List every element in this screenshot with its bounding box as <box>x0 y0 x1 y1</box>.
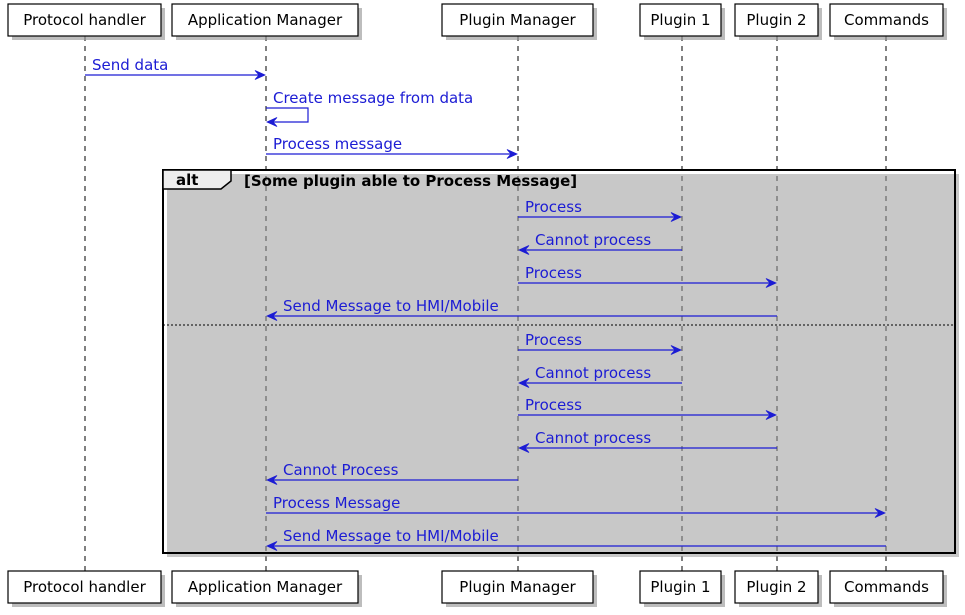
participant-label-top-plugin2: Plugin 2 <box>746 11 806 29</box>
message-arrowhead-4 <box>518 245 530 255</box>
participant-label-bottom-appmgr: Application Manager <box>188 578 343 596</box>
alt-tab <box>162 169 232 190</box>
participant-box-bottom-commands <box>829 570 944 604</box>
participant-label-top-appmgr: Application Manager <box>188 11 343 29</box>
participant-label-top-plugin1: Plugin 1 <box>650 11 710 29</box>
participant-box-bottom-pluginmgr <box>441 570 594 604</box>
message-arrowhead-5 <box>765 278 777 288</box>
participant-label-bottom-plugin1: Plugin 1 <box>650 578 710 596</box>
participant-label-bottom-plugin2: Plugin 2 <box>746 578 806 596</box>
message-arrowhead-9 <box>765 410 777 420</box>
participant-box-bottom-plugin2 <box>734 570 819 604</box>
message-label-9: Process <box>525 396 582 414</box>
participant-label-bottom-commands: Commands <box>844 578 929 596</box>
participant-box-bottom-plugin1 <box>639 570 722 604</box>
message-arrowhead-13 <box>266 541 278 551</box>
message-arrow-1 <box>266 107 309 123</box>
message-label-4: Cannot process <box>535 231 651 249</box>
message-label-1: Create message from data <box>273 89 473 107</box>
message-arrowhead-3 <box>670 212 682 222</box>
participant-label-bottom-pluginmgr: Plugin Manager <box>459 578 576 596</box>
message-label-3: Process <box>525 198 582 216</box>
alt-keyword: alt <box>176 171 198 189</box>
participant-box-top-protocol <box>7 3 162 37</box>
message-label-11: Cannot Process <box>283 461 399 479</box>
message-arrowhead-6 <box>266 311 278 321</box>
message-arrowhead-11 <box>266 475 278 485</box>
participant-box-bottom-protocol <box>7 570 162 604</box>
message-arrowhead-12 <box>874 508 886 518</box>
message-label-10: Cannot process <box>535 429 651 447</box>
message-arrowhead-2 <box>506 149 518 159</box>
message-arrowhead-1 <box>266 117 278 127</box>
participant-label-top-pluginmgr: Plugin Manager <box>459 11 576 29</box>
alt-guard: [Some plugin able to Process Message] <box>244 172 577 190</box>
participant-label-bottom-protocol: Protocol handler <box>23 578 146 596</box>
alt-frame-shadow <box>167 174 959 557</box>
participant-box-top-commands <box>829 3 944 37</box>
participant-box-bottom-appmgr <box>171 570 359 604</box>
message-label-7: Process <box>525 331 582 349</box>
message-arrowhead-0 <box>254 70 266 80</box>
participant-box-top-appmgr <box>171 3 359 37</box>
message-label-2: Process message <box>273 135 402 153</box>
message-arrowhead-8 <box>518 378 530 388</box>
participant-label-top-commands: Commands <box>844 11 929 29</box>
participant-box-top-plugin1 <box>639 3 722 37</box>
participant-box-top-pluginmgr <box>441 3 594 37</box>
message-label-12: Process Message <box>273 494 400 512</box>
message-label-6: Send Message to HMI/Mobile <box>283 297 499 315</box>
message-label-5: Process <box>525 264 582 282</box>
message-arrowhead-10 <box>518 443 530 453</box>
message-label-13: Send Message to HMI/Mobile <box>283 527 499 545</box>
message-label-0: Send data <box>92 56 168 74</box>
message-arrowhead-7 <box>670 345 682 355</box>
alt-frame <box>162 169 956 554</box>
message-label-8: Cannot process <box>535 364 651 382</box>
participant-label-top-protocol: Protocol handler <box>23 11 146 29</box>
participant-box-top-plugin2 <box>734 3 819 37</box>
